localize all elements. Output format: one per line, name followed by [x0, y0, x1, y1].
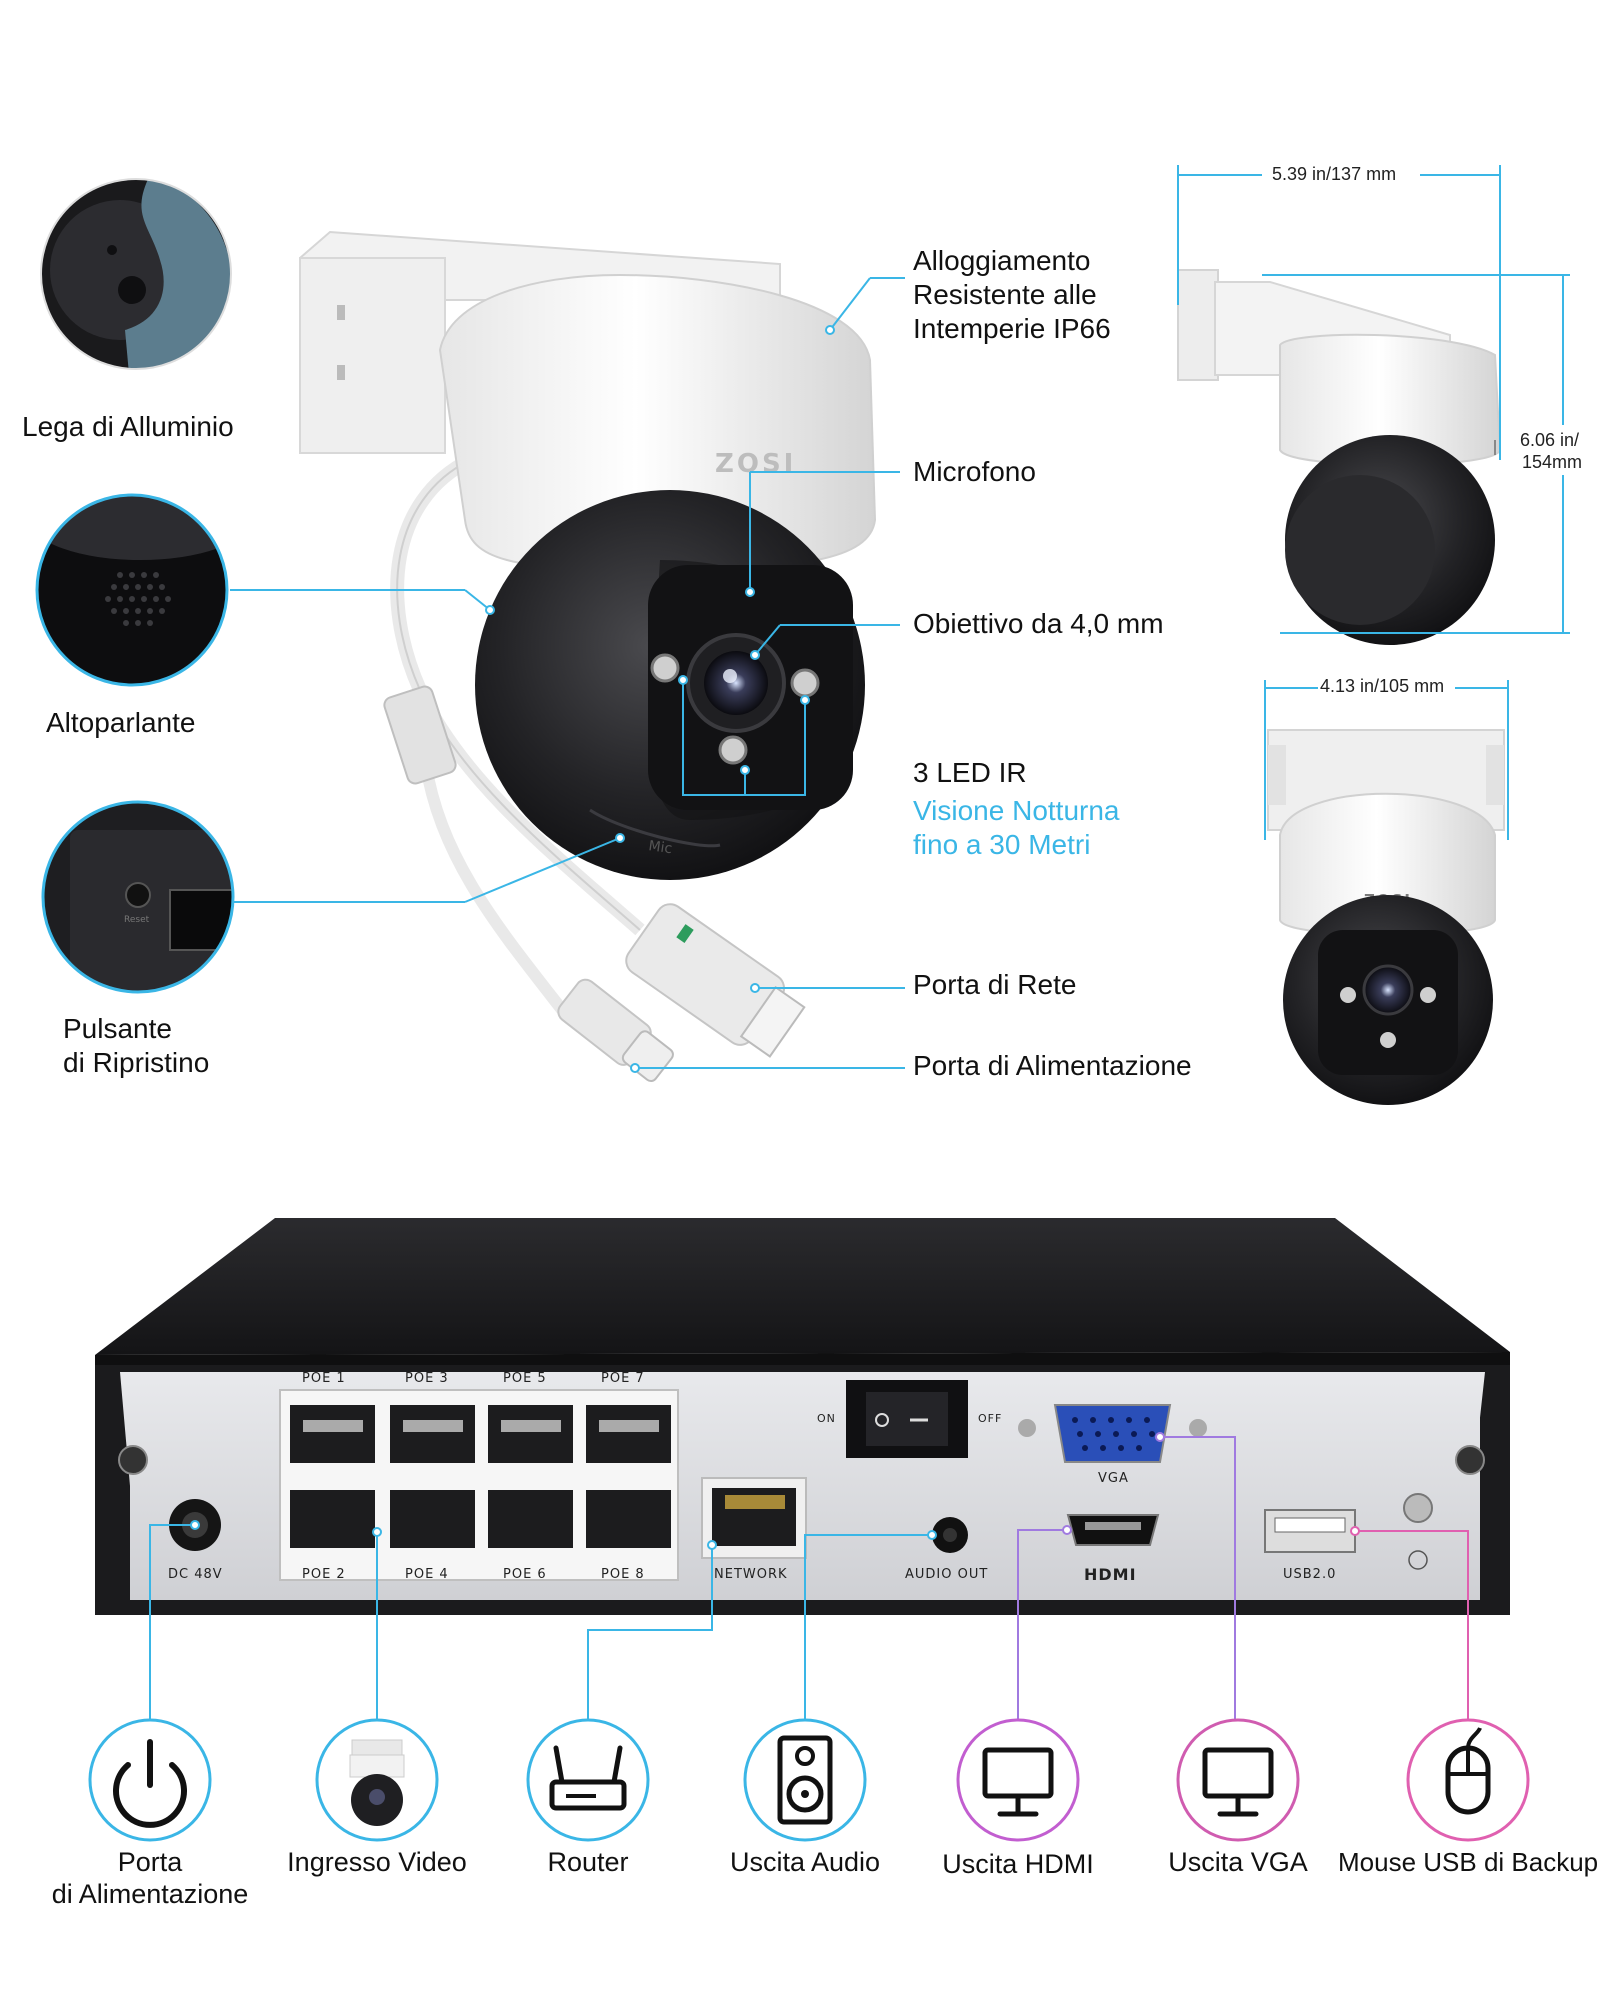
router-icon — [526, 1718, 650, 1842]
camera-logo: ZOSI — [715, 449, 796, 479]
router-label: Router — [547, 1847, 629, 1877]
svg-text:Mic: Mic — [647, 838, 673, 857]
hdmi-monitor-icon — [956, 1718, 1080, 1842]
front-view-camera: ZOSI — [1267, 729, 1505, 1105]
dimension-lines — [1177, 165, 1570, 840]
usb-mouse-label: Mouse USB di Backup — [1338, 1847, 1599, 1877]
svg-text:Reset: Reset — [124, 915, 150, 925]
power-port-bottom-line2: di Alimentazione — [51, 1879, 249, 1909]
network-port-label: Porta di Rete — [913, 969, 1077, 1000]
svg-text:VGA: VGA — [1098, 1471, 1129, 1486]
housing-label-line1: Alloggiamento — [913, 245, 1091, 276]
svg-text:NETWORK: NETWORK — [714, 1567, 788, 1582]
speaker-icon — [743, 1718, 867, 1842]
callout-lines — [230, 277, 905, 1069]
power-port-icon — [88, 1718, 212, 1842]
vga-monitor-icon — [1176, 1718, 1300, 1842]
vga-output-label: Uscita VGA — [1168, 1847, 1308, 1877]
power-port-label: Porta di Alimentazione — [913, 1050, 1192, 1081]
reset-label-line1: Pulsante — [63, 1013, 172, 1044]
svg-text:POE 5: POE 5 — [503, 1371, 547, 1386]
svg-text:HDMI: HDMI — [1084, 1565, 1137, 1584]
svg-text:POE 2: POE 2 — [302, 1567, 346, 1582]
svg-text:ON: ON — [817, 1412, 836, 1425]
aluminium-detail — [39, 177, 233, 371]
mouse-icon — [1406, 1718, 1530, 1842]
reset-label-line2: di Ripristino — [63, 1047, 210, 1078]
ir-led-label: 3 LED IR — [913, 757, 1027, 788]
dimension-height-line2: 154mm — [1522, 452, 1583, 472]
speaker-detail — [35, 493, 229, 687]
svg-text:OFF: OFF — [978, 1412, 1002, 1425]
svg-text:POE 7: POE 7 — [601, 1371, 645, 1386]
housing-label-line2: Resistente alle — [913, 279, 1097, 310]
svg-text:POE 4: POE 4 — [405, 1567, 449, 1582]
hdmi-output-label: Uscita HDMI — [942, 1849, 1094, 1879]
svg-text:POE 1: POE 1 — [302, 1371, 346, 1386]
housing-label-line3: Intemperie IP66 — [913, 313, 1111, 344]
svg-text:USB2.0: USB2.0 — [1283, 1567, 1336, 1582]
night-vision-line1: Visione Notturna — [913, 795, 1120, 826]
speaker-label: Altoparlante — [46, 707, 196, 738]
svg-text:POE 6: POE 6 — [503, 1567, 547, 1582]
svg-text:POE 8: POE 8 — [601, 1567, 645, 1582]
dimension-width-top: 5.39 in/137 mm — [1272, 164, 1397, 184]
night-vision-line2: fino a 30 Metri — [913, 829, 1091, 860]
microphone-label: Microfono — [913, 456, 1036, 487]
dimension-height-line1: 6.06 in/ — [1520, 430, 1580, 450]
nvr-recorder — [95, 1218, 1510, 1615]
lens-label: Obiettivo da 4,0 mm — [913, 608, 1164, 639]
reset-detail: Reset — [41, 800, 235, 994]
svg-text:AUDIO OUT: AUDIO OUT — [905, 1567, 988, 1582]
svg-text:POE 3: POE 3 — [405, 1371, 449, 1386]
power-port-bottom-line1: Porta — [117, 1847, 183, 1877]
aluminium-label: Lega di Alluminio — [22, 411, 234, 442]
side-view-camera — [1177, 269, 1502, 645]
svg-text:DC 48V: DC 48V — [168, 1567, 223, 1582]
video-input-icon — [315, 1718, 439, 1842]
video-input-label: Ingresso Video — [287, 1847, 467, 1877]
audio-output-label: Uscita Audio — [729, 1847, 881, 1877]
dimension-width-front: 4.13 in/105 mm — [1320, 676, 1445, 696]
main-camera: ZOSI Mic — [299, 230, 877, 1083]
